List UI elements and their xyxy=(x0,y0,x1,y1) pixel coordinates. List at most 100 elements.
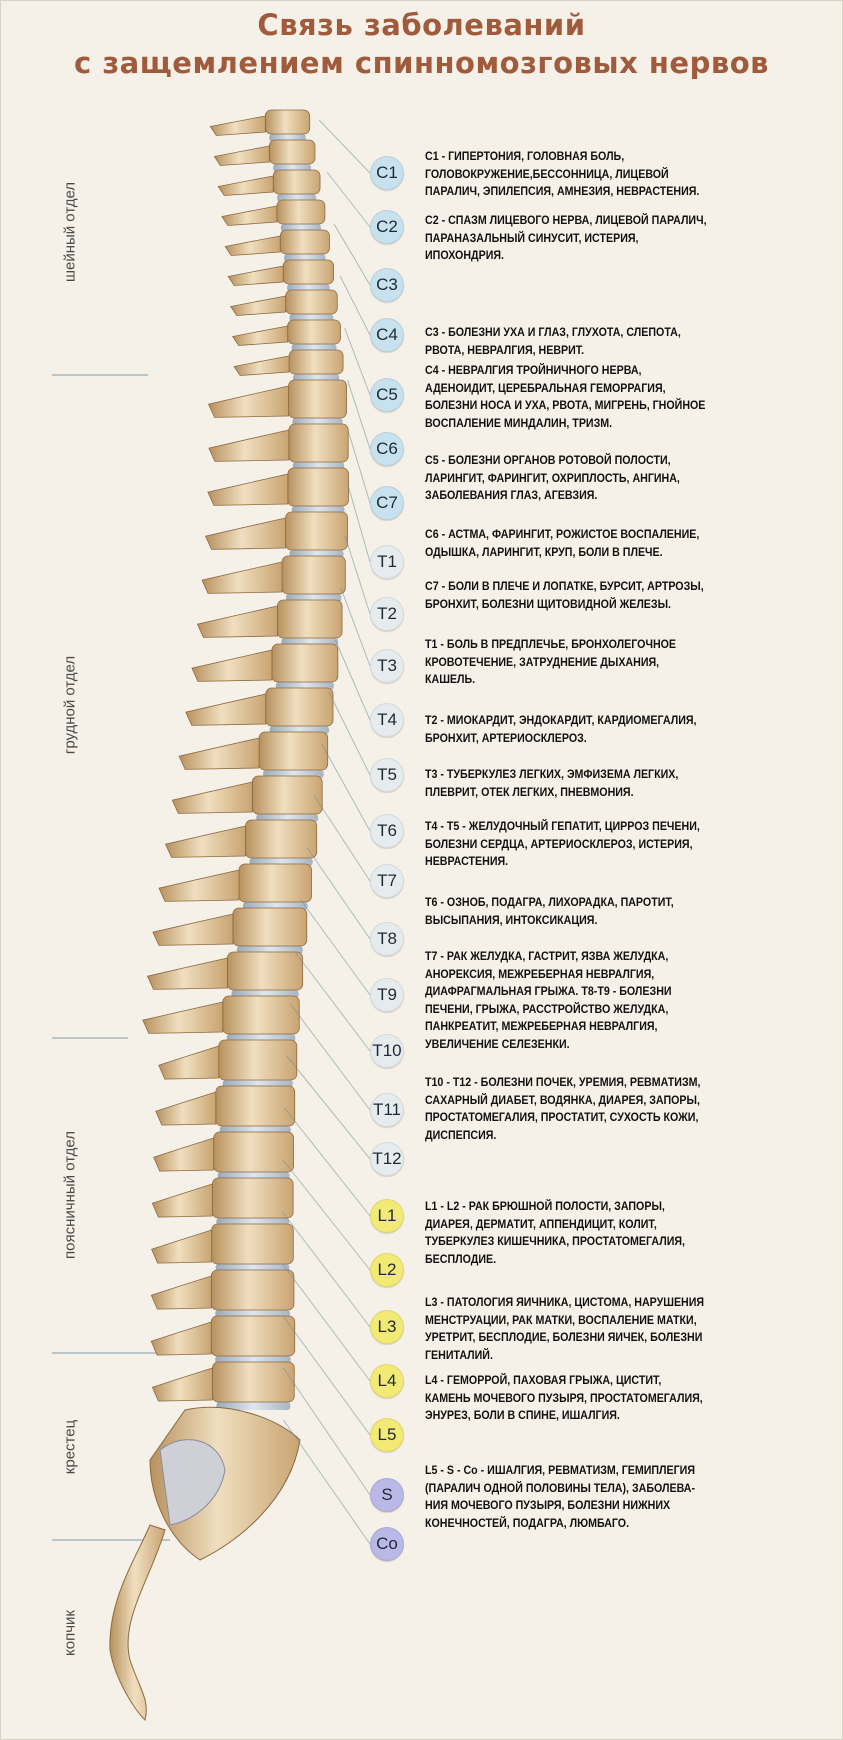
nerve-connector-line xyxy=(282,1263,371,1382)
spinous-process xyxy=(221,205,278,226)
spinous-process xyxy=(230,295,287,316)
vertebral-body xyxy=(258,731,329,771)
description-t2: Т2 - МИОКАРДИТ, ЭНДОКАРДИТ, КАРДИОМЕГАЛИ… xyxy=(425,713,697,745)
vertebra-badge-t5: T5 xyxy=(370,758,404,792)
vertebral-body xyxy=(285,289,338,315)
nerve-connector-line xyxy=(282,1367,371,1496)
vertebra-badge-s: S xyxy=(370,1478,404,1512)
vertebra-badge-c5: C5 xyxy=(370,378,404,412)
vertebral-body xyxy=(232,907,308,947)
nerve-connector-line xyxy=(318,119,371,174)
vertebral-body xyxy=(264,109,311,135)
vertebra-badge-t6: T6 xyxy=(370,814,404,848)
description-t3: Т3 - ТУБЕРКУЛЕЗ ЛЕГКИХ, ЭМФИЗЕМА ЛЕГКИХ,… xyxy=(425,767,679,799)
coccyx-bone xyxy=(109,1524,166,1721)
spinous-process xyxy=(150,1275,212,1310)
description-t6: Т6 - ОЗНОБ, ПОДАГРА, ЛИХОРАДКА, ПАРОТИТ,… xyxy=(425,895,674,927)
spinous-process xyxy=(151,1229,213,1264)
nerve-connector-line xyxy=(347,379,371,450)
vertebra-badge-t11: T11 xyxy=(370,1093,404,1127)
spine-column xyxy=(109,109,349,1721)
vertebra-badge-c3: C3 xyxy=(370,268,404,302)
nerve-connector-lines xyxy=(282,119,371,1545)
nerve-connector-line xyxy=(282,1159,371,1271)
description-c7: С7 - БОЛИ В ПЛЕЧЕ И ЛОПАТКЕ, БУРСИТ, АРТ… xyxy=(425,579,704,611)
vertebral-body xyxy=(251,775,323,815)
vertebral-body xyxy=(210,1315,296,1357)
vertebra-badge-t7: T7 xyxy=(370,864,404,898)
nerve-connector-line xyxy=(282,1211,371,1328)
spinous-process xyxy=(151,1367,213,1402)
description-t10-t12: Т10 - Т12 - БОЛЕЗНИ ПОЧЕК, УРЕМИЯ, РЕВМА… xyxy=(425,1075,701,1142)
vertebral-body xyxy=(288,349,344,375)
vertebral-body xyxy=(268,139,316,165)
sacrum-surface xyxy=(159,1439,226,1526)
nerve-connector-line xyxy=(334,639,371,721)
description-l3: L3 - ПАТОЛОГИЯ ЯИЧНИКА, ЦИСТОМА, НАРУШЕН… xyxy=(425,1295,705,1362)
spinous-process xyxy=(171,781,253,814)
vertebra-badge-l4: L4 xyxy=(370,1364,404,1398)
vertebral-body xyxy=(210,1269,295,1311)
vertebral-body xyxy=(215,1085,296,1127)
section-dividers xyxy=(52,374,170,1541)
spinous-process xyxy=(164,825,246,858)
nerve-connector-line xyxy=(283,1107,371,1217)
nerve-connector-line xyxy=(300,899,371,996)
description-c3: С3 - БОЛЕЗНИ УХА И ГЛАЗ, ГЛУХОТА, СЛЕПОТ… xyxy=(425,325,681,357)
spinous-process xyxy=(209,115,266,136)
vertebral-body xyxy=(272,169,321,195)
spinous-process xyxy=(201,561,283,594)
nerve-connector-line xyxy=(289,1003,371,1111)
spinous-process xyxy=(185,693,267,726)
spinous-process xyxy=(142,1001,224,1034)
spinous-process xyxy=(152,913,234,946)
description-c4: С4 - НЕВРАЛГИЯ ТРОЙНИЧНОГО НЕРВА, АДЕНОИ… xyxy=(425,363,706,430)
vertebral-body xyxy=(238,863,312,903)
vertebra-badge-c7: C7 xyxy=(370,486,404,520)
spinous-process xyxy=(231,325,289,346)
vertebral-body xyxy=(218,1039,298,1081)
vertebral-body xyxy=(211,1177,294,1219)
spinous-process xyxy=(158,1045,220,1080)
vertebral-body xyxy=(265,687,334,727)
nerve-connector-line xyxy=(286,1055,371,1160)
spinous-process xyxy=(178,737,260,770)
vertebra-badge-l3: L3 xyxy=(370,1310,404,1344)
nerve-connector-line xyxy=(344,535,371,615)
description-l5-s-co: L5 - S - Co - ИШАЛГИЯ, РЕВМАТИЗМ, ГЕМИПЛ… xyxy=(425,1463,696,1530)
vertebral-body xyxy=(282,259,334,285)
spinous-process xyxy=(191,649,273,682)
vertebra-badge-co: Co xyxy=(370,1527,404,1561)
vertebral-body xyxy=(211,1223,294,1265)
vertebra-badge-t2: T2 xyxy=(370,597,404,631)
vertebral-body xyxy=(285,511,348,551)
description-t4-t5: Т4 - Т5 - ЖЕЛУДОЧНЫЙ ГЕПАТИТ, ЦИРРОЗ ПЕЧ… xyxy=(425,819,700,868)
nerve-connector-line xyxy=(348,431,371,504)
vertebral-body xyxy=(245,819,318,859)
spinous-process xyxy=(146,957,228,990)
title-line-1: Связь заболеваний xyxy=(257,8,586,42)
vertebral-body xyxy=(271,643,339,683)
spinous-process xyxy=(233,355,290,376)
nerve-connector-line xyxy=(306,847,371,940)
nerve-connector-line xyxy=(344,327,371,396)
description-c5: С5 - БОЛЕЗНИ ОРГАНОВ РОТОВОЙ ПОЛОСТИ, ЛА… xyxy=(425,453,680,502)
vertebra-badge-t1: T1 xyxy=(370,545,404,579)
vertebra-badge-c2: C2 xyxy=(370,210,404,244)
vertebral-body xyxy=(276,199,326,225)
spinous-process xyxy=(227,265,284,286)
vertebra-badge-l5: L5 xyxy=(370,1418,404,1452)
vertebral-body xyxy=(213,1131,294,1173)
vertebral-body xyxy=(287,467,349,507)
vertebra-badge-l2: L2 xyxy=(370,1253,404,1287)
nerve-connector-line xyxy=(340,587,371,667)
title-line-2: с защемлением спинномозговых нервов xyxy=(74,46,769,80)
vertebra-badge-t3: T3 xyxy=(370,649,404,683)
spinous-process xyxy=(150,1321,212,1356)
description-l1-l2: L1 - L2 - РАК БРЮШНОЙ ПОЛОСТИ, ЗАПОРЫ, Д… xyxy=(425,1199,685,1266)
spinous-process xyxy=(217,175,274,196)
vertebra-badge-c4: C4 xyxy=(370,318,404,352)
nerve-connector-line xyxy=(294,951,371,1052)
intervertebral-disc xyxy=(216,1402,291,1410)
